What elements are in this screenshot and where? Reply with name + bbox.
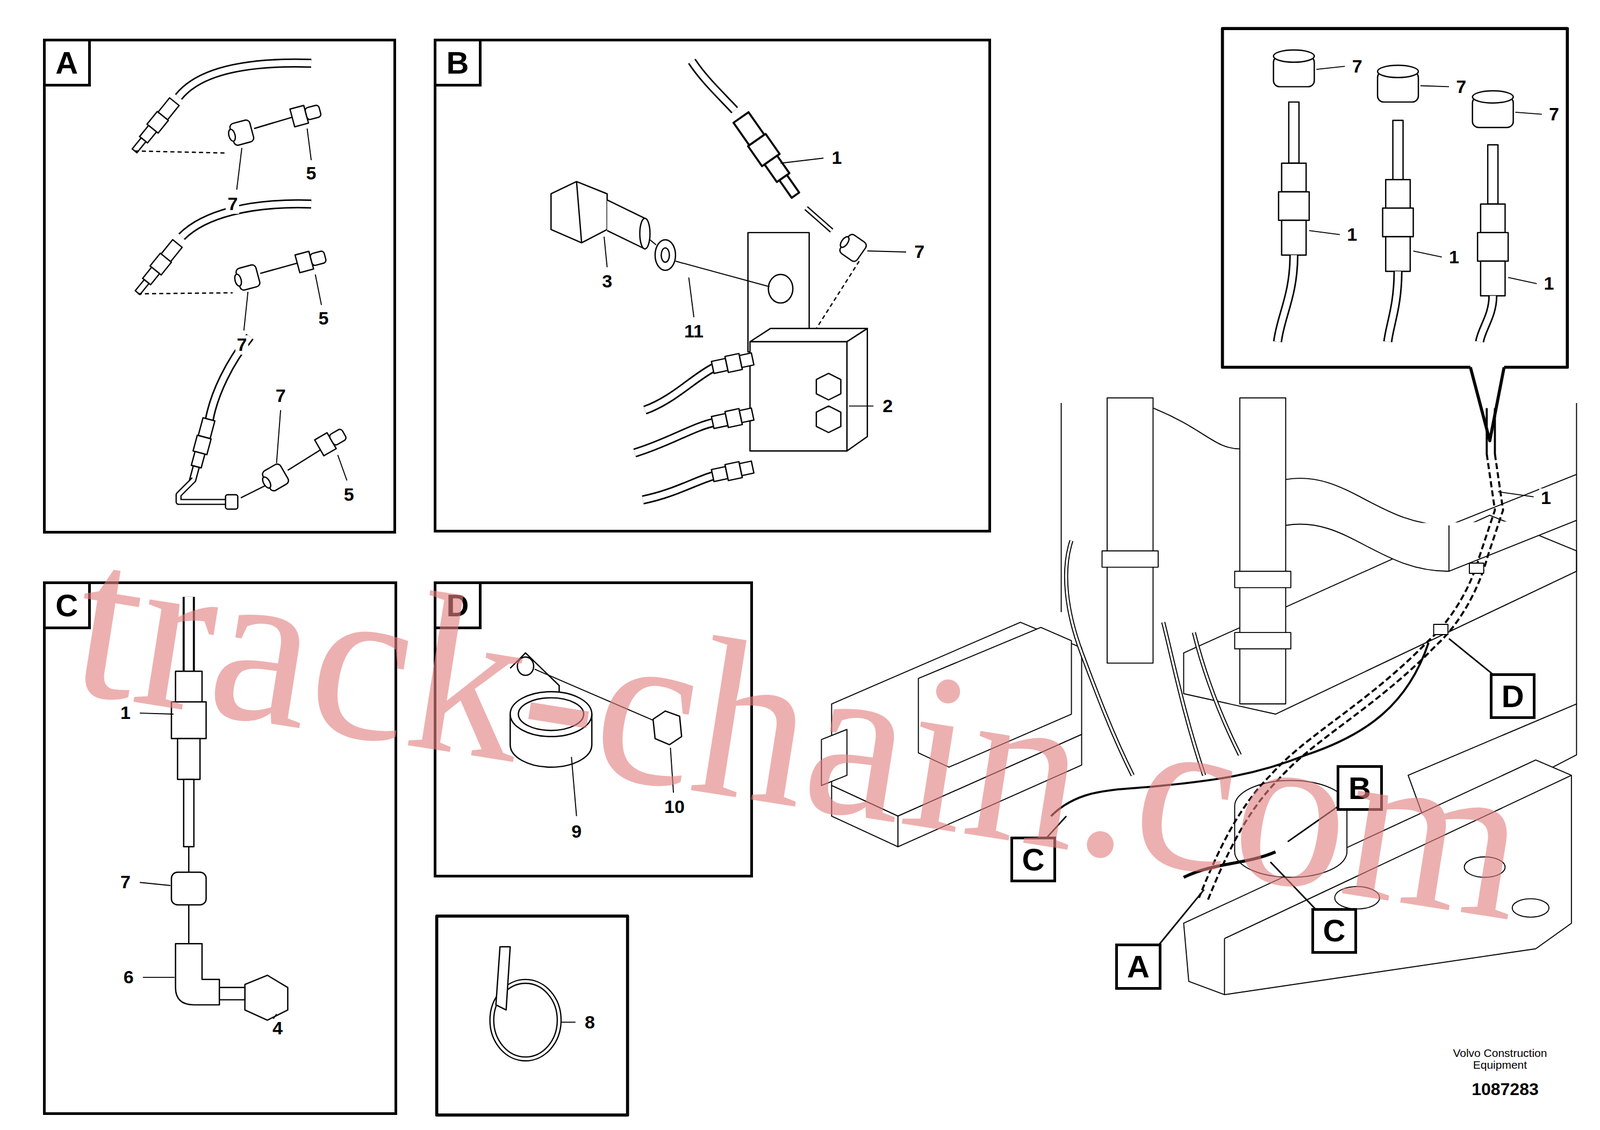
callout-number: 7 (225, 194, 240, 214)
callout-number: 7 (1454, 77, 1468, 97)
callout-number: 1 (1539, 488, 1553, 508)
callout-number: 7 (912, 242, 927, 262)
panel-heading: A (45, 41, 91, 87)
watermark: track-chain.com (61, 504, 1541, 957)
view-letter: B (446, 47, 469, 79)
detail-panel: D (433, 581, 753, 878)
callout-number: 1 (118, 703, 133, 723)
callout-number: 11 (682, 321, 706, 342)
view-letter: B (1348, 772, 1372, 805)
callout-number: 7 (274, 386, 288, 406)
callout-number: 6 (122, 967, 136, 988)
view-letter: C (55, 590, 78, 622)
detail-panel: A (42, 38, 397, 534)
callout-box: A (1115, 943, 1161, 990)
view-letter: C (1322, 915, 1346, 947)
callout-box: C (1311, 908, 1358, 954)
callout-box: D (1489, 673, 1536, 720)
callout-number: 1 (1542, 274, 1556, 294)
callout-number: 1 (829, 148, 844, 168)
callout-number: 7 (1547, 104, 1561, 125)
callout-number: 7 (235, 335, 249, 355)
callout-number: 4 (270, 1019, 285, 1039)
detail-panel: C (42, 581, 398, 1116)
panel-heading: C (45, 584, 91, 630)
callout-number: 5 (304, 163, 319, 184)
callout-number: 9 (569, 822, 584, 842)
view-letter: A (1127, 951, 1150, 983)
detail-panel: B (433, 38, 992, 533)
panel-heading: D (436, 584, 482, 630)
callout-number: 2 (880, 396, 895, 416)
callout-number: 7 (118, 872, 133, 893)
view-letter: C (1021, 844, 1045, 876)
callout-number: 3 (600, 271, 614, 292)
callout-box: C (1010, 836, 1057, 883)
publisher-name: Volvo Construction Equipment (1438, 1047, 1562, 1072)
callout-box: B (1336, 765, 1383, 812)
callout-number: 10 (662, 797, 687, 817)
callout-number: 1 (1447, 247, 1461, 268)
callout-number: 5 (316, 309, 330, 329)
figure-number: 1087283 (1469, 1080, 1541, 1100)
callout-number: 1 (1345, 225, 1359, 245)
view-letter: A (55, 47, 78, 79)
panel-heading: B (436, 41, 482, 87)
callout-number: 8 (583, 1013, 597, 1033)
callout-number: 5 (342, 485, 356, 505)
view-letter: D (1501, 680, 1525, 713)
callout-number: 7 (1350, 56, 1365, 77)
view-letter: D (446, 590, 469, 622)
